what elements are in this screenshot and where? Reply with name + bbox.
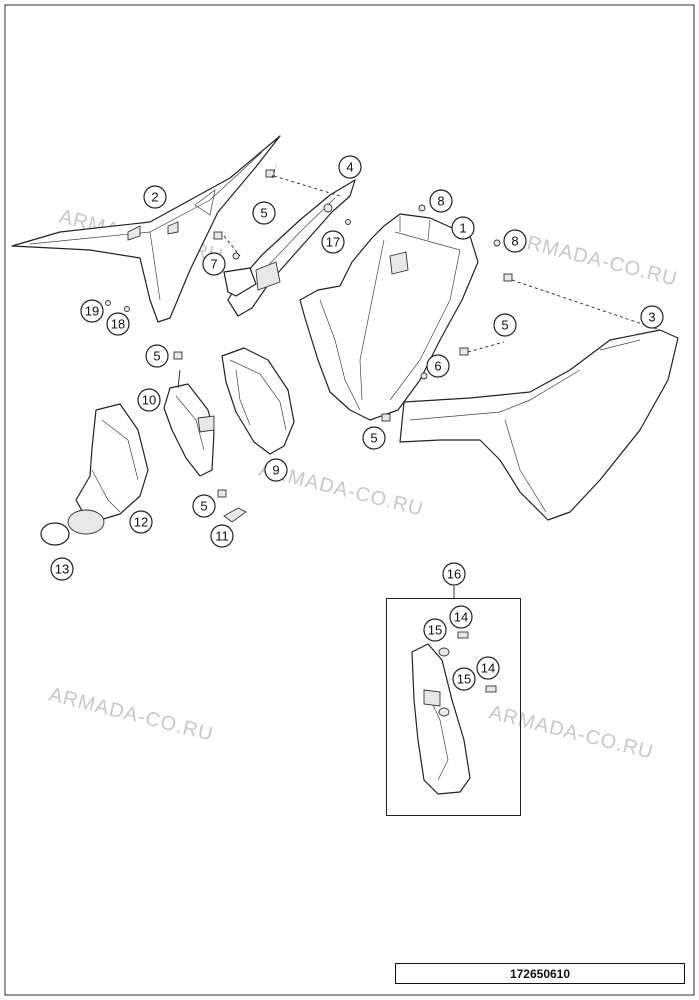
callout-5e: 5 bbox=[362, 426, 386, 450]
svg-text:16: 16 bbox=[447, 567, 461, 582]
callout-9: 9 bbox=[264, 458, 288, 482]
callout-19: 19 bbox=[80, 299, 104, 323]
callout-3: 3 bbox=[640, 305, 664, 329]
part-13-clamp bbox=[40, 522, 70, 546]
callout-5a: 5 bbox=[252, 201, 276, 225]
nut-5f bbox=[459, 347, 469, 356]
svg-text:19: 19 bbox=[85, 304, 99, 319]
fasteners bbox=[105, 169, 513, 498]
callout-1: 1 bbox=[451, 216, 475, 240]
svg-text:8: 8 bbox=[511, 234, 518, 249]
callout-4: 4 bbox=[338, 155, 362, 179]
leader-lines bbox=[223, 165, 661, 353]
callout-8b: 8 bbox=[503, 229, 527, 253]
callout-16: 16 bbox=[442, 562, 466, 586]
callout-13: 13 bbox=[50, 557, 74, 581]
svg-text:2: 2 bbox=[151, 190, 158, 205]
svg-text:5: 5 bbox=[200, 499, 207, 514]
callout-8a: 8 bbox=[429, 189, 453, 213]
svg-text:11: 11 bbox=[215, 529, 229, 544]
nut-5c bbox=[173, 351, 183, 360]
part-2-left-side-panel bbox=[11, 135, 281, 323]
nut-5a bbox=[265, 169, 275, 178]
part-1-airbox bbox=[299, 213, 479, 421]
svg-text:7: 7 bbox=[210, 257, 217, 272]
part-3-right-side-cover bbox=[399, 329, 679, 521]
svg-text:14: 14 bbox=[454, 610, 468, 625]
svg-text:6: 6 bbox=[434, 359, 441, 374]
callout-2: 2 bbox=[143, 185, 167, 209]
svg-text:13: 13 bbox=[55, 562, 69, 577]
drawing-code-label: 172650610 bbox=[395, 963, 685, 984]
callout-5d: 5 bbox=[493, 313, 517, 337]
svg-text:5: 5 bbox=[370, 431, 377, 446]
svg-text:9: 9 bbox=[272, 463, 279, 478]
svg-text:12: 12 bbox=[134, 515, 148, 530]
callout-15b: 15 bbox=[452, 667, 476, 691]
screw-8b bbox=[493, 239, 501, 247]
inset-detail-box bbox=[386, 598, 521, 816]
drawing-border bbox=[4, 4, 695, 996]
screw-6 bbox=[420, 372, 428, 380]
callout-14b: 14 bbox=[476, 656, 500, 680]
svg-text:15: 15 bbox=[428, 623, 442, 638]
nut-5d bbox=[217, 489, 227, 498]
svg-text:18: 18 bbox=[111, 317, 125, 332]
nut-5e bbox=[503, 273, 513, 282]
part-16-inset-part bbox=[411, 631, 497, 795]
part-9-filter-cover bbox=[221, 347, 295, 455]
screw-17 bbox=[345, 219, 351, 225]
callout-17: 17 bbox=[321, 230, 345, 254]
svg-text:10: 10 bbox=[142, 393, 156, 408]
screw-8a bbox=[418, 204, 426, 212]
part-12-air-filter-boot bbox=[67, 403, 149, 535]
svg-text:15: 15 bbox=[457, 672, 471, 687]
svg-text:5: 5 bbox=[260, 206, 267, 221]
callout-5b: 5 bbox=[145, 344, 169, 368]
svg-text:17: 17 bbox=[326, 235, 340, 250]
nut-5b bbox=[213, 231, 223, 240]
callout-10: 10 bbox=[137, 388, 161, 412]
screw-7 bbox=[232, 252, 240, 260]
callout-7: 7 bbox=[202, 252, 226, 276]
part-10-filter-cage bbox=[163, 369, 215, 477]
callout-5c: 5 bbox=[192, 494, 216, 518]
callout-12: 12 bbox=[129, 510, 153, 534]
part-7-tab bbox=[223, 267, 257, 297]
screw-18 bbox=[124, 306, 130, 312]
watermark-4: ARMADA-CO.RU bbox=[47, 684, 216, 746]
svg-text:1: 1 bbox=[459, 221, 466, 236]
svg-text:4: 4 bbox=[346, 160, 353, 175]
svg-text:5: 5 bbox=[501, 318, 508, 333]
nut-5g bbox=[381, 413, 391, 422]
part-4-side-bracket bbox=[227, 179, 356, 317]
svg-text:5: 5 bbox=[153, 349, 160, 364]
callout-18: 18 bbox=[106, 312, 130, 336]
part-11-clip bbox=[223, 507, 247, 523]
callout-14a: 14 bbox=[449, 605, 473, 629]
callout-15a: 15 bbox=[423, 618, 447, 642]
svg-text:3: 3 bbox=[648, 310, 655, 325]
watermark-2: ARMADA-CO.RU bbox=[511, 229, 680, 291]
screw-19 bbox=[105, 300, 111, 306]
svg-text:14: 14 bbox=[481, 661, 495, 676]
svg-text:8: 8 bbox=[437, 194, 444, 209]
callout-11: 11 bbox=[210, 524, 234, 548]
callout-6: 6 bbox=[426, 354, 450, 378]
